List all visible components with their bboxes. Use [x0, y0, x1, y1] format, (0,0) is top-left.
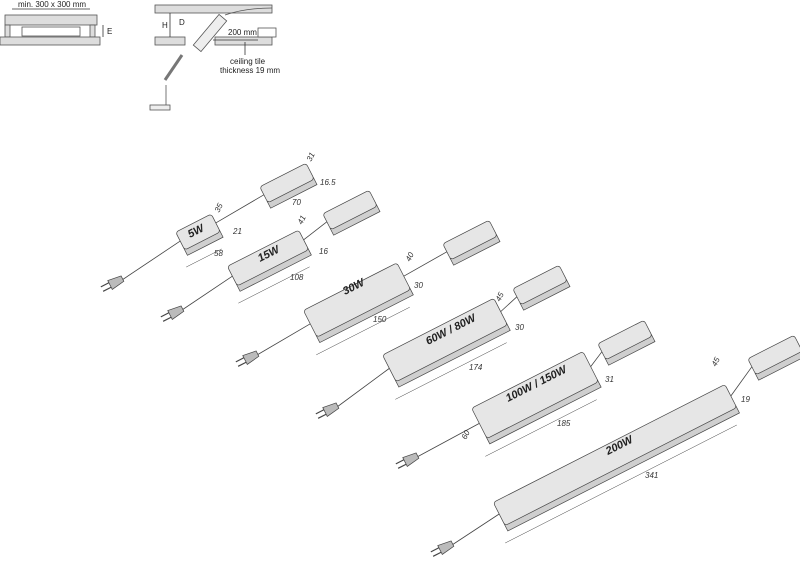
distributor-housing [443, 220, 501, 266]
driver-width: 35 [213, 201, 225, 214]
distributor-length: 70 [292, 198, 301, 207]
dimension-line [238, 266, 310, 304]
driver-height: 19 [741, 395, 750, 404]
output-cable [590, 351, 603, 367]
driver-height: 30 [414, 281, 423, 290]
plug-icon [235, 350, 260, 367]
plug-icon [395, 452, 420, 469]
distributor-housing [748, 335, 800, 381]
driver-height: 21 [232, 227, 242, 236]
driver-length: 58 [214, 249, 223, 258]
distance-label: 200 mm [228, 28, 257, 37]
driver-height: 16 [319, 247, 328, 256]
driver-width: 45 [710, 355, 722, 368]
distributor-housing [260, 163, 318, 209]
mains-cable [121, 240, 181, 281]
dimension-line [316, 306, 410, 356]
output-cable [730, 366, 753, 397]
plug-icon [315, 402, 340, 419]
ceiling-tile-label-2: thickness 19 mm [220, 66, 280, 75]
distributor-height: 16.5 [320, 178, 336, 187]
dimension-line [395, 342, 507, 400]
dimension-line [186, 248, 222, 268]
driver-housing [176, 214, 224, 256]
output-cable [500, 296, 518, 312]
installation-detail-ceiling [149, 4, 277, 111]
distributor-width: 31 [305, 151, 317, 163]
driver-width: 40 [404, 250, 416, 263]
driver-width: 60 [460, 428, 472, 441]
h-label: H [162, 21, 168, 30]
driver-height: 31 [605, 375, 614, 384]
distributor-housing [323, 190, 381, 236]
plug-icon [160, 305, 185, 322]
driver-housing [383, 298, 511, 388]
min-area-label: min. 300 x 300 mm [18, 0, 86, 9]
output-cable [403, 251, 448, 277]
mains-cable [416, 423, 480, 458]
driver-height: 30 [515, 323, 524, 332]
driver-width: 41 [296, 214, 308, 226]
output-cable [303, 221, 328, 241]
plug-icon [100, 275, 125, 292]
driver-length: 185 [557, 419, 571, 428]
e-label: E [107, 27, 112, 36]
driver-housing [228, 230, 312, 292]
mains-cable [256, 323, 311, 356]
driver-length: 150 [373, 315, 387, 324]
dimension-line [505, 424, 737, 544]
mains-cable [336, 368, 390, 408]
mains-cable [451, 513, 500, 546]
plug-icon [430, 540, 455, 557]
distributor-housing [513, 265, 571, 311]
d-label: D [179, 18, 185, 27]
driver-length: 341 [645, 471, 658, 480]
driver-housing [493, 385, 740, 532]
output-cable [215, 194, 265, 224]
ceiling-tile-label-1: ceiling tile [230, 57, 266, 66]
driver-housing [304, 263, 414, 344]
distributor-housing [598, 320, 656, 366]
installation-detail-min-area [0, 8, 104, 46]
mains-cable [181, 275, 233, 311]
driver-length: 108 [290, 273, 304, 282]
dimension-line [485, 399, 597, 457]
driver-length: 174 [469, 363, 483, 372]
driver-housing [472, 352, 602, 445]
